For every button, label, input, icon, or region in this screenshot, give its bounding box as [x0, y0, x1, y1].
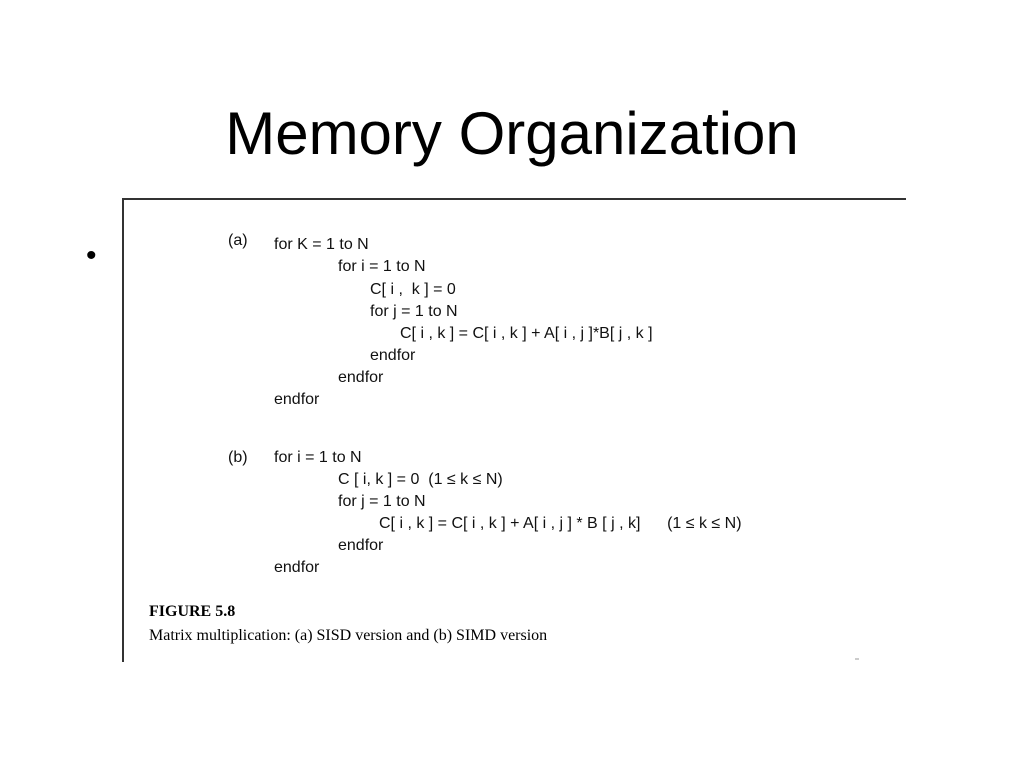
- code-line-b-4: C[ i , k ] = C[ i , k ] + A[ i , j ] * B…: [379, 515, 742, 532]
- code-line-b-6: endfor: [274, 559, 320, 576]
- figure-scan: (a) for K = 1 to N for i = 1 to N C[ i ,…: [120, 196, 906, 664]
- scan-speck: [855, 658, 859, 660]
- part-b-label: (b): [228, 449, 248, 466]
- figure-caption-title: FIGURE 5.8: [149, 603, 236, 620]
- code-line-b-1: for i = 1 to N: [274, 449, 362, 466]
- figure-top-border: [122, 198, 906, 200]
- figure-left-border: [122, 198, 124, 662]
- code-line-a-4: for j = 1 to N: [370, 303, 458, 320]
- slide-title: Memory Organization: [225, 100, 799, 167]
- code-line-a-5: C[ i , k ] = C[ i , k ] + A[ i , j ]*B[ …: [400, 325, 653, 342]
- code-line-b-3: for j = 1 to N: [338, 493, 426, 510]
- code-line-a-8: endfor: [274, 391, 320, 408]
- part-a-label: (a): [228, 232, 248, 249]
- bullet-marker: •: [86, 239, 97, 272]
- code-line-b-5: endfor: [338, 537, 384, 554]
- code-line-a-6: endfor: [370, 347, 416, 364]
- code-line-b-2: C [ i, k ] = 0 (1 ≤ k ≤ N): [338, 471, 503, 488]
- figure-caption-text: Matrix multiplication: (a) SISD version …: [149, 627, 548, 644]
- code-line-a-3: C[ i , k ] = 0: [370, 281, 456, 298]
- code-line-a-7: endfor: [338, 369, 384, 386]
- code-line-a-2: for i = 1 to N: [338, 258, 426, 275]
- code-line-a-1: for K = 1 to N: [274, 236, 369, 253]
